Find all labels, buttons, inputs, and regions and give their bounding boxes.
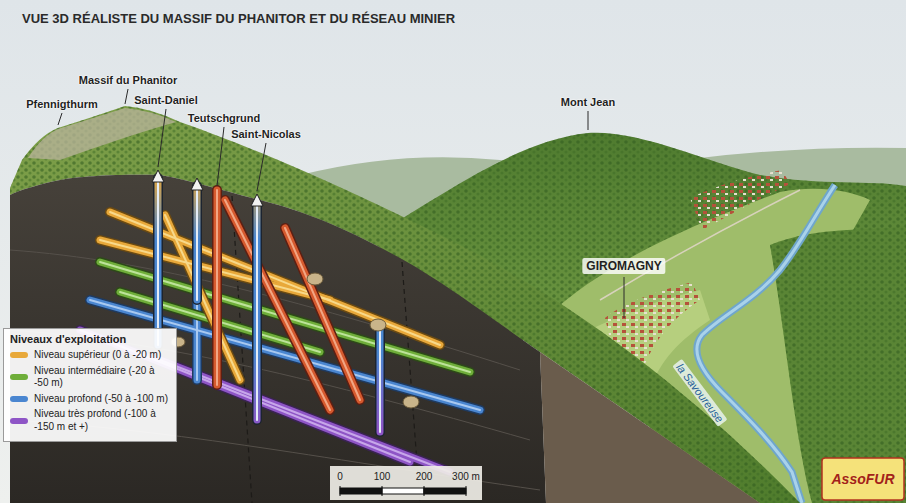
legend-text: Niveau intermédiaire (-20 à -50 m) <box>34 365 170 390</box>
river-label: la Savoureuse <box>672 359 728 427</box>
gallery-junctions <box>171 273 419 408</box>
leader-line <box>58 113 62 125</box>
scale-panel <box>330 466 482 500</box>
forest-texture <box>770 226 906 503</box>
scale-value: 300 m <box>452 471 480 482</box>
legend-swatch <box>10 396 28 402</box>
cross-section-face <box>10 175 546 503</box>
legend-text: Niveau très profond (-100 à -150 m et +) <box>34 408 170 433</box>
legend-heading: Niveaux d'exploitation <box>10 333 170 345</box>
summit-label: Mont Jean <box>561 96 615 108</box>
leader-line <box>125 89 128 104</box>
legend-row: Niveau intermédiaire (-20 à -50 m) <box>10 365 170 390</box>
legend-swatch <box>10 352 28 358</box>
shaft-label: Teutschgrund <box>188 112 261 124</box>
forest-texture <box>10 106 800 503</box>
leader-line <box>217 127 224 186</box>
logo-panel <box>822 458 904 500</box>
rocky-summit <box>28 108 176 160</box>
legend-row: Niveau profond (-50 à -100 m) <box>10 393 170 406</box>
scale-value: 100 <box>374 471 391 482</box>
scale-value: 0 <box>337 471 343 482</box>
shaft-label: Saint-Daniel <box>134 94 198 106</box>
side-face <box>540 352 760 503</box>
legend-text: Niveau profond (-50 à -100 m) <box>34 393 168 406</box>
headframes <box>152 170 263 206</box>
legend-swatch <box>10 374 28 380</box>
diagram-title: VUE 3D RÉALISTE DU MASSIF DU PHANITOR ET… <box>22 11 455 26</box>
legend-row: Niveau supérieur (0 à -20 m) <box>10 349 170 362</box>
massif-label: Massif du Phanitor <box>79 74 177 86</box>
legend-swatch <box>10 418 28 424</box>
leader-line <box>257 143 266 191</box>
town-label: GIROMAGNY <box>582 258 665 274</box>
leader-line <box>158 109 166 167</box>
legend-text: Niveau supérieur (0 à -20 m) <box>34 349 161 362</box>
leader-line <box>624 277 625 318</box>
shaft-label: Saint-Nicolas <box>231 128 301 140</box>
leader-line <box>588 111 589 130</box>
logo-watermark: AssoFUR <box>831 471 894 487</box>
east-hill <box>770 226 906 503</box>
legend-row: Niveau très profond (-100 à -150 m et +) <box>10 408 170 433</box>
scale-bar <box>340 486 466 496</box>
scale-value: 200 <box>416 471 433 482</box>
summit-label: Pfennigthurm <box>26 98 98 110</box>
massif-surface <box>10 106 800 503</box>
legend-panel: Niveaux d'exploitationNiveau supérieur (… <box>3 328 177 442</box>
